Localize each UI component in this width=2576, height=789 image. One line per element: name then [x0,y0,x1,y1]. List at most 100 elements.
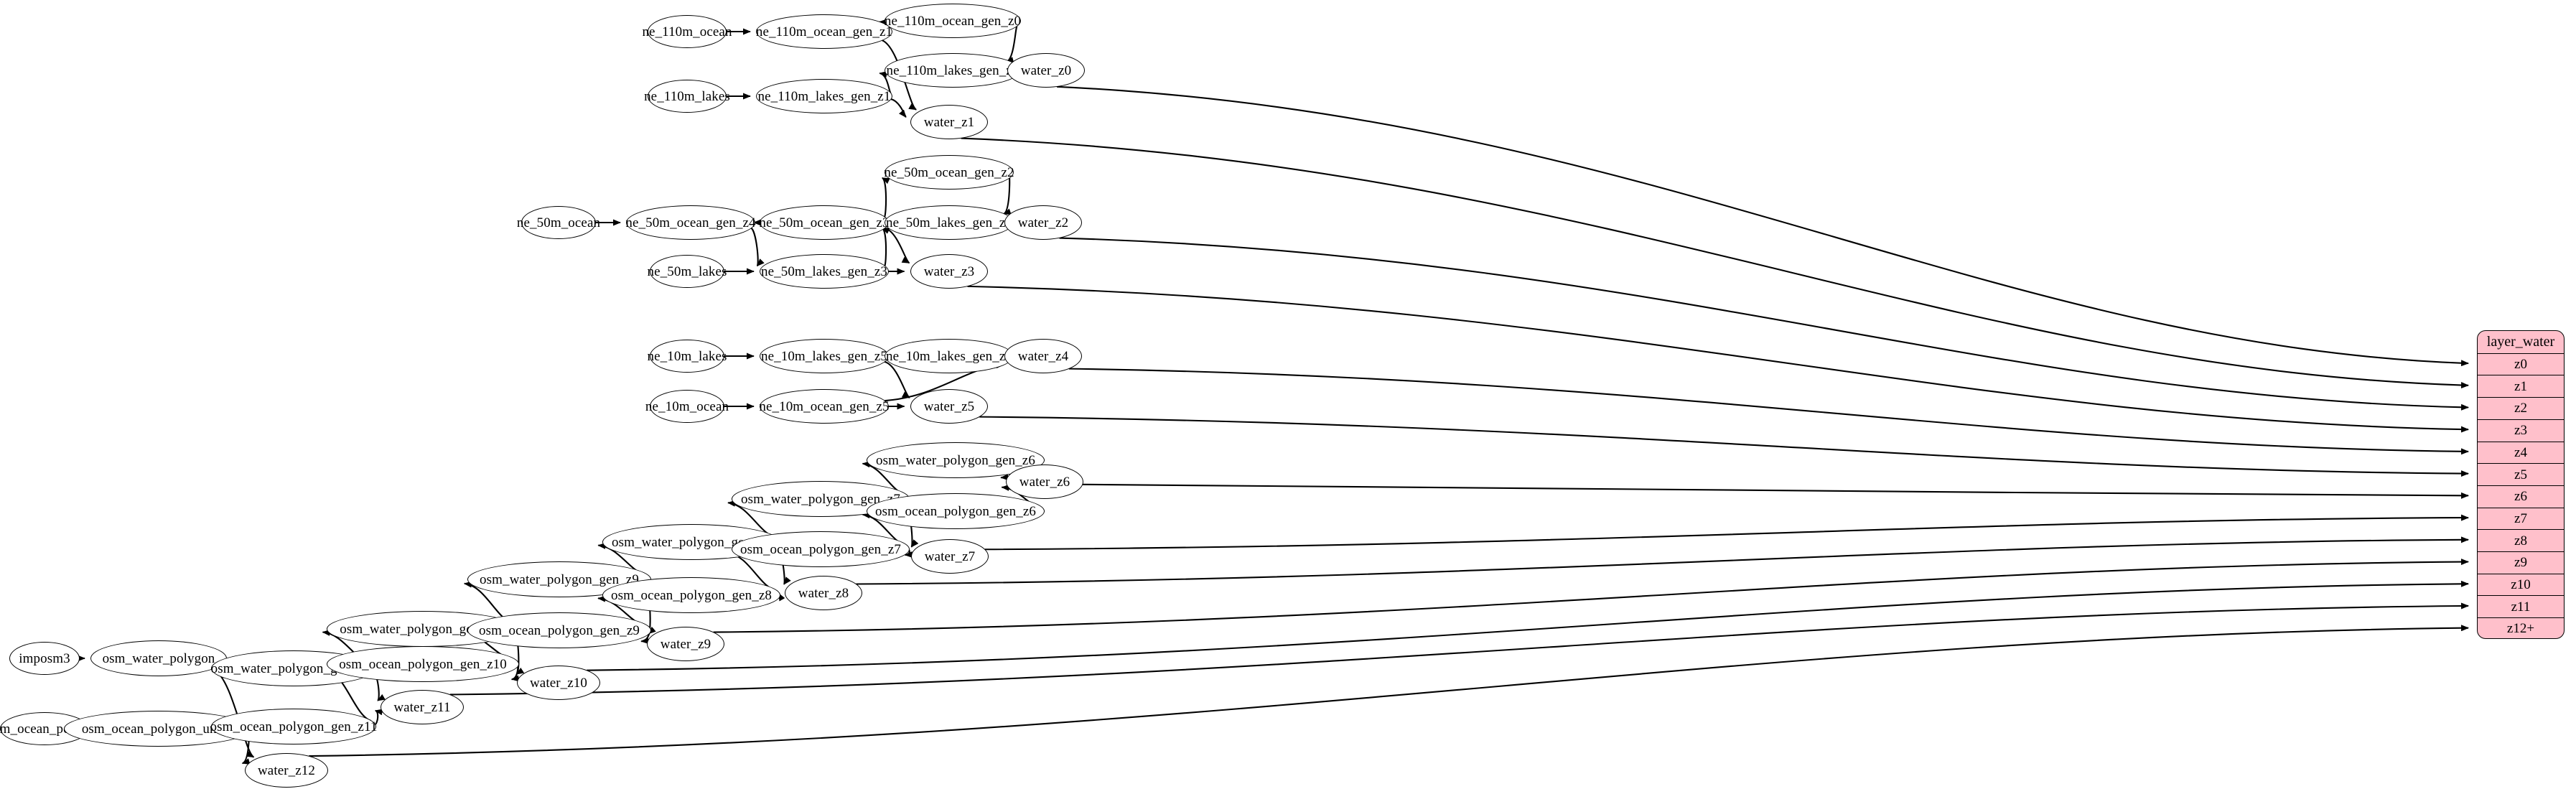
graph-node-label: ne_50m_lakes [647,263,727,279]
graph-node-water_z0[interactable]: water_z0 [1007,53,1085,88]
graph-edge-ne_10m_lakes_gen_z5-to-water_z5 [884,360,910,398]
graph-node-osm_ocean_polygon_gen_z11[interactable]: osm_ocean_polygon_gen_z11 [210,709,377,744]
graph-node-label: ne_50m_ocean [516,215,601,230]
layer-water-row-label: z0 [2514,357,2527,373]
graph-node-osm_water_polygon_gen_z8[interactable]: osm_water_polygon_gen_z8 [602,524,780,560]
layer-water-row-z12+[interactable]: z12+ [2478,617,2564,638]
layer-water-row-label: z5 [2514,467,2527,482]
graph-node-label: ne_10m_ocean [645,398,729,414]
graph-node-osm_ocean_polygon_gen_z6[interactable]: osm_ocean_polygon_gen_z6 [867,493,1045,529]
layer-water-row-label: z7 [2514,510,2527,526]
graph-edge-ne_50m_lakes_gen_z3-to-ne_50m_lakes_gen_z2 [881,227,890,266]
graph-node-water_z11[interactable]: water_z11 [381,690,464,724]
graph-node-label: ne_110m_lakes_gen_z0 [886,62,1019,78]
layer-water-row-z8[interactable]: z8 [2478,529,2564,551]
graph-node-label: water_z4 [1017,348,1069,364]
graph-node-osm_water_polygon_gen_z6[interactable]: osm_water_polygon_gen_z6 [867,442,1045,478]
graph-node-ne_110m_lakes_gen_z0[interactable]: ne_110m_lakes_gen_z0 [885,53,1021,88]
graph-node-ne_50m_ocean[interactable]: ne_50m_ocean [517,206,600,239]
layer-water-row-label: z6 [2514,489,2527,505]
graph-node-label: ne_50m_ocean_gen_z2 [884,164,1014,180]
graph-node-ne_50m_ocean_gen_z2[interactable]: ne_50m_ocean_gen_z2 [884,155,1014,190]
graph-node-label: water_z12 [257,762,316,778]
graph-node-ne_50m_ocean_gen_z3[interactable]: ne_50m_ocean_gen_z3 [759,205,890,240]
graph-node-ne_10m_lakes[interactable]: ne_10m_lakes [648,340,727,373]
graph-node-label: ne_50m_lakes_gen_z3 [760,263,888,279]
graph-edge-water_z2-to-z2 [1059,237,2469,411]
graph-node-label: osm_water_polygon_gen_z8 [612,534,771,550]
graph-node-ne_110m_ocean[interactable]: ne_110m_ocean [642,15,732,48]
graph-node-label: water_z2 [1017,215,1069,230]
layer-water-table-header: layer_water [2478,331,2564,353]
graph-node-osm_ocean_polygon_gen_z9[interactable]: osm_ocean_polygon_gen_z9 [467,612,651,648]
graph-node-water_z6[interactable]: water_z6 [1006,464,1083,499]
graph-edge-water_z9-to-z9 [713,559,2469,633]
graph-node-ne_50m_lakes_gen_z2[interactable]: ne_50m_lakes_gen_z2 [885,205,1014,240]
graph-node-label: water_z11 [393,699,451,715]
layer-water-row-label: z1 [2514,378,2527,394]
graph-node-ne_110m_lakes_gen_z1[interactable]: ne_110m_lakes_gen_z1 [756,79,892,113]
graph-node-label: ne_110m_ocean_gen_z1 [755,24,893,39]
graph-node-ne_110m_lakes[interactable]: ne_110m_lakes [644,80,730,113]
graph-edge-water_z12-to-z12+ [309,625,2469,757]
graph-node-label: ne_50m_ocean_gen_z3 [759,215,890,230]
graph-edge-ne_50m_ocean_gen_z4-to-ne_50m_lakes_gen_z3 [750,227,765,267]
layer-water-row-label: z10 [2511,577,2531,593]
graph-node-water_z10[interactable]: water_z10 [517,666,600,700]
graph-node-ne_10m_lakes_gen_z5[interactable]: ne_10m_lakes_gen_z5 [760,339,889,373]
graph-node-ne_10m_lakes_gen_z4[interactable]: ne_10m_lakes_gen_z4 [885,339,1014,373]
graph-node-water_z7[interactable]: water_z7 [911,539,989,574]
graph-node-water_z9[interactable]: water_z9 [647,627,724,661]
graph-node-osm_water_polygon[interactable]: osm_water_polygon [90,640,227,676]
layer-water-row-z5[interactable]: z5 [2478,463,2564,485]
graph-node-water_z2[interactable]: water_z2 [1004,205,1082,240]
graph-edge-water_z8-to-z8 [856,536,2469,585]
graph-node-label: ne_50m_lakes_gen_z2 [885,215,1013,230]
layer-water-row-z1[interactable]: z1 [2478,375,2564,397]
graph-node-osm_water_polygon_gen_z7[interactable]: osm_water_polygon_gen_z7 [732,481,910,517]
layer-water-row-z0[interactable]: z0 [2478,353,2564,375]
graph-node-water_z12[interactable]: water_z12 [245,753,328,788]
graph-node-ne_110m_ocean_gen_z1[interactable]: ne_110m_ocean_gen_z1 [756,14,892,49]
graph-node-label: osm_water_polygon [102,650,215,666]
graph-node-osm_ocean_polygon_gen_z10[interactable]: osm_ocean_polygon_gen_z10 [327,646,519,682]
graph-node-ne_50m_lakes_gen_z3[interactable]: ne_50m_lakes_gen_z3 [760,254,889,289]
graph-node-imposm3[interactable]: imposm3 [9,642,80,675]
graph-node-label: ne_110m_ocean [642,24,732,39]
layer-water-row-z7[interactable]: z7 [2478,507,2564,530]
graph-node-ne_10m_ocean_gen_z5[interactable]: ne_10m_ocean_gen_z5 [759,389,890,424]
graph-node-label: osm_ocean_polygon_gen_z9 [478,622,640,638]
graph-edge-water_z1-to-z1 [961,137,2469,388]
graph-node-ne_10m_ocean[interactable]: ne_10m_ocean [645,390,729,423]
graph-node-water_z4[interactable]: water_z4 [1004,339,1082,373]
layer-water-row-z2[interactable]: z2 [2478,397,2564,419]
graph-node-label: water_z8 [798,585,849,601]
graph-node-water_z3[interactable]: water_z3 [910,254,988,289]
graph-node-water_z8[interactable]: water_z8 [785,576,862,610]
graph-node-ne_50m_ocean_gen_z4[interactable]: ne_50m_ocean_gen_z4 [625,205,756,240]
graph-edge-ne_110m_lakes_gen_z1-to-water_z1 [890,98,907,118]
layer-water-row-z3[interactable]: z3 [2478,419,2564,442]
graph-node-ne_50m_lakes[interactable]: ne_50m_lakes [647,255,727,288]
graph-node-label: water_z3 [923,263,975,279]
graph-node-label: ne_110m_lakes_gen_z1 [757,88,891,104]
layer-water-row-z10[interactable]: z10 [2478,573,2564,596]
graph-node-osm_water_polygon_gen_z9[interactable]: osm_water_polygon_gen_z9 [467,561,651,597]
graph-node-label: water_z0 [1020,62,1072,78]
layer-water-row-z4[interactable]: z4 [2478,441,2564,464]
layer-water-row-z9[interactable]: z9 [2478,551,2564,574]
layer-water-row-z11[interactable]: z11 [2478,595,2564,617]
graph-node-osm_ocean_polygon_gen_z8[interactable]: osm_ocean_polygon_gen_z8 [602,577,780,613]
graph-node-ne_110m_ocean_gen_z0[interactable]: ne_110m_ocean_gen_z0 [885,4,1021,38]
layer-water-row-label: z3 [2514,423,2527,439]
graph-node-label: osm_ocean_polygon_gen_z7 [739,541,902,557]
graph-node-water_z5[interactable]: water_z5 [910,389,988,424]
graph-node-osm_ocean_polygon_gen_z7[interactable]: osm_ocean_polygon_gen_z7 [732,531,910,567]
layer-water-row-z6[interactable]: z6 [2478,485,2564,508]
graph-edge-water_z7-to-z7 [984,514,2469,551]
graph-node-label: osm_ocean_polygon_gen_z6 [874,503,1037,519]
graph-node-label: osm_water_polygon_gen_z10 [340,621,506,637]
graph-node-water_z1[interactable]: water_z1 [910,105,988,139]
